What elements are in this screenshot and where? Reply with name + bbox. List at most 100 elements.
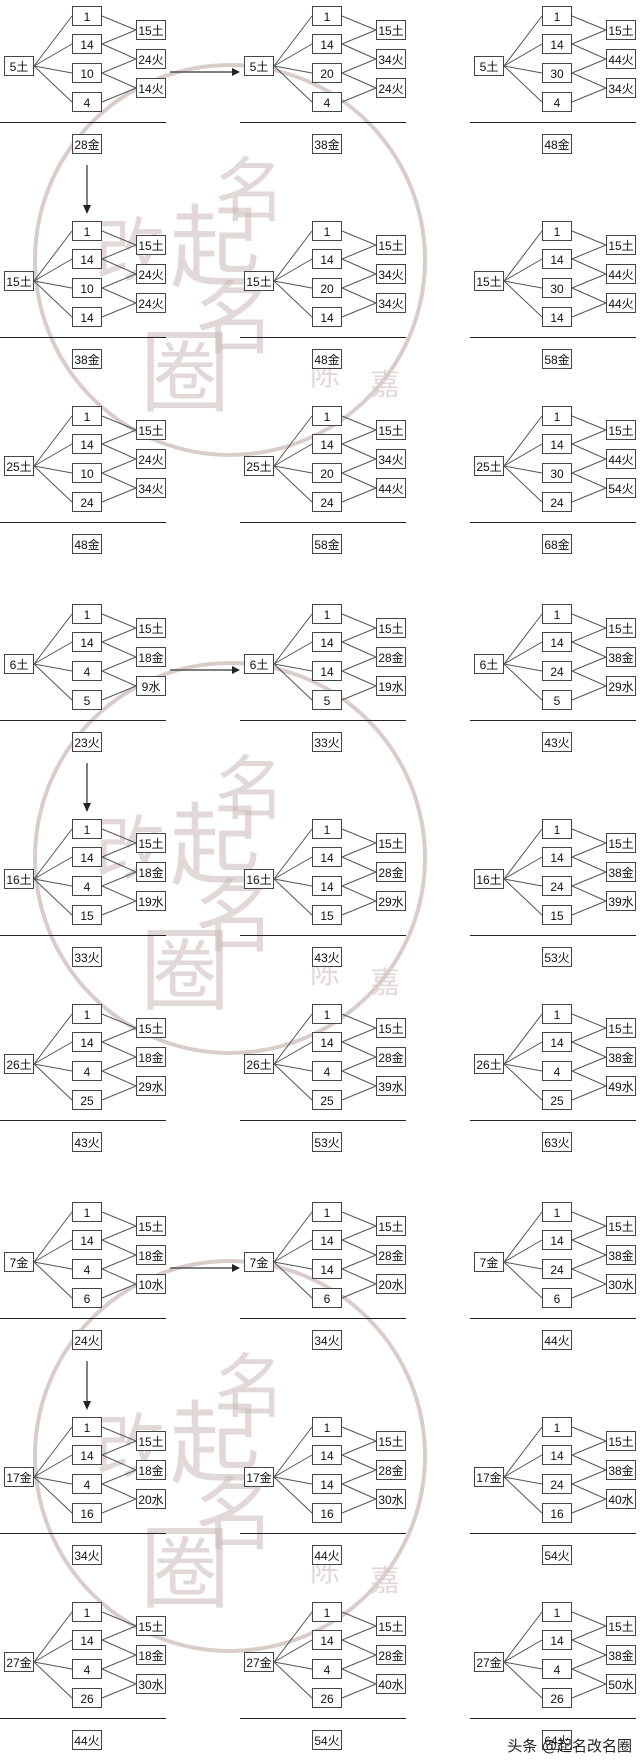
root-box: 15土 [4,271,34,291]
number-box: 14 [72,434,102,454]
connector-line [101,1225,137,1241]
total-box: 43火 [312,947,342,967]
connector-line [571,458,607,474]
connector-line [571,656,607,672]
result-box: 34火 [376,293,406,313]
total-divider [240,522,406,523]
connector-line [273,258,313,282]
connector-line [33,443,73,467]
number-box: 14 [312,847,342,867]
connector-line [101,87,137,103]
total-divider [470,337,636,338]
connector-line [503,1063,543,1101]
connector-line [273,443,313,467]
root-box: 25土 [474,456,504,476]
connector-line [341,472,377,489]
result-box: 40水 [606,1489,636,1509]
result-box: 15土 [376,235,406,255]
total-box: 58金 [312,534,342,554]
connector-line [571,1611,607,1627]
connector-line [571,828,607,844]
connector-line [101,1013,137,1029]
connector-line [503,258,543,282]
connector-line [101,487,137,503]
total-divider [0,522,166,523]
connector-line [33,663,73,672]
root-box: 16土 [244,869,274,889]
total-divider [470,720,636,721]
number-box: 1 [72,1202,102,1222]
number-box: 14 [72,1445,102,1465]
number-box: 4 [542,1659,572,1679]
connector-line [273,415,313,467]
total-divider [240,337,406,338]
arrow-right-icon [232,666,240,674]
connector-line [571,1056,607,1072]
connector-line [341,43,377,60]
connector-line [341,244,377,260]
total-divider [240,1533,406,1534]
result-box: 15土 [376,1216,406,1236]
number-box: 24 [72,492,102,512]
result-box: 9水 [136,676,166,696]
connector-line [101,1654,137,1670]
number-box: 1 [542,1004,572,1024]
connector-line [341,1440,377,1456]
connector-line [503,1041,543,1065]
connector-line [101,230,137,246]
number-box: 1 [542,604,572,624]
number-box: 14 [72,632,102,652]
number-box: 6 [312,1288,342,1308]
number-box: 1 [312,1202,342,1222]
connector-line [503,1661,543,1670]
connector-line [33,1261,73,1299]
total-divider [0,337,166,338]
result-box: 29水 [376,891,406,911]
connector-line [33,280,73,289]
result-box: 30水 [376,1489,406,1509]
connector-line [101,670,137,687]
result-box: 18金 [136,1460,166,1480]
result-box: 28金 [376,862,406,882]
result-box: 18金 [136,1645,166,1665]
connector-line [33,1063,73,1072]
connector-line [101,43,137,60]
number-box: 14 [72,1230,102,1250]
connector-line [571,856,607,873]
number-box: 15 [72,905,102,925]
result-box: 39水 [606,891,636,911]
connector-line [503,1261,543,1270]
root-box: 7金 [4,1252,34,1272]
number-box: 16 [72,1503,102,1523]
connector-line [101,1440,137,1456]
total-box: 54火 [312,1730,342,1750]
connector-line [503,1639,543,1663]
total-divider [470,522,636,523]
total-divider [240,935,406,936]
connector-line [273,280,313,318]
number-box: 14 [542,307,572,327]
connector-line [273,1013,313,1065]
connector-line [341,87,377,103]
connector-line [101,885,137,902]
connector-line [101,29,137,45]
number-box: 6 [542,1288,572,1308]
connector-line [341,487,377,503]
connector-line [273,1041,313,1065]
number-box: 24 [542,661,572,681]
number-box: 15 [312,905,342,925]
connector-line [571,1426,607,1442]
total-divider [0,1120,166,1121]
connector-line [273,856,313,880]
connector-line [341,1268,377,1285]
result-box: 19水 [376,676,406,696]
connector-line [101,1625,137,1641]
connector-line [571,842,607,858]
result-box: 18金 [136,647,166,667]
total-box: 48金 [72,534,102,554]
connector-line [503,65,543,103]
connector-line [33,1661,73,1699]
result-box: 28金 [376,1047,406,1067]
number-box: 1 [542,1417,572,1437]
connector-line [341,230,377,246]
